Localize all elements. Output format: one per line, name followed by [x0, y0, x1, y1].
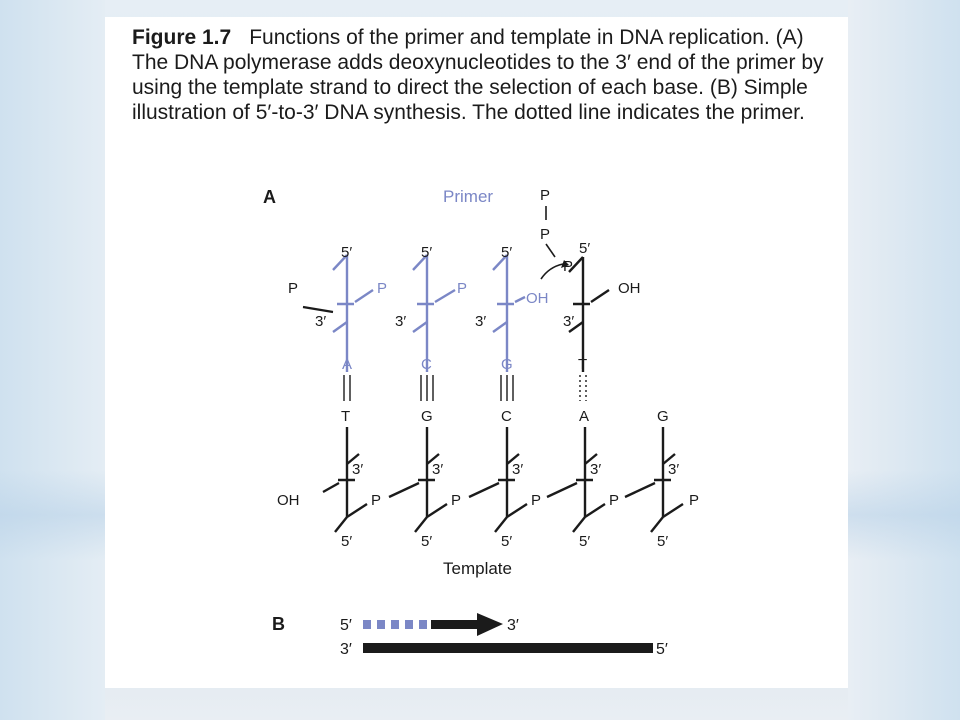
template-link-3	[546, 481, 578, 499]
template-five-2: 5′	[421, 533, 432, 550]
template-link-1	[388, 481, 420, 499]
template-link-2	[468, 481, 500, 499]
template-p-4: P	[609, 492, 619, 509]
template-p-3: P	[531, 492, 541, 509]
bottom-base-3: C	[501, 408, 512, 425]
template-p-2: P	[451, 492, 461, 509]
template-five-3: 5′	[501, 533, 512, 550]
template-five-1: 5′	[341, 533, 352, 550]
primer-three-2: 3′	[395, 313, 406, 330]
template-nucleotide-5	[650, 427, 684, 533]
bottom-base-5: G	[657, 408, 669, 425]
template-p-1: P	[371, 492, 381, 509]
primer-p-1: P	[377, 280, 387, 297]
top-base-3: G	[501, 356, 513, 373]
panel-b-synthesis-arrow	[431, 613, 503, 636]
panel-a-label: A	[263, 187, 276, 207]
template-link-4	[624, 481, 656, 499]
incoming-p3: P	[563, 258, 573, 275]
primer-label: Primer	[443, 187, 493, 206]
bottom-base-4: A	[579, 408, 589, 425]
incoming-triphosphate: P P P	[540, 187, 573, 275]
primer-nucleotide-1	[332, 254, 374, 372]
template-three-2: 3′	[432, 461, 443, 478]
primer-nucleotide-2	[412, 254, 456, 372]
template-p-5: P	[689, 492, 699, 509]
template-three-1: 3′	[352, 461, 363, 478]
primer-3-oh: OH	[526, 290, 549, 307]
incoming-oh: OH	[618, 280, 641, 297]
primer-five-3: 5′	[501, 244, 512, 261]
figure-label: Figure 1.7	[132, 26, 232, 49]
template-five-4: 5′	[579, 533, 590, 550]
template-nucleotide-1	[322, 427, 368, 533]
template-nucleotide-2	[414, 427, 448, 533]
template-label: Template	[443, 559, 512, 578]
primer-five-1: 5′	[341, 244, 352, 261]
panel-b-primer-dotted	[363, 620, 427, 629]
primer-p-2: P	[457, 280, 467, 297]
template-three-5: 3′	[668, 461, 679, 478]
template-oh: OH	[277, 492, 300, 509]
template-nucleotide-3	[494, 427, 528, 533]
figure-diagram: A B Primer Template P P P	[263, 187, 699, 658]
panel-b-label: B	[272, 614, 285, 634]
incoming-five: 5′	[579, 240, 590, 257]
template-three-4: 3′	[590, 461, 601, 478]
top-base-2: C	[421, 356, 432, 373]
primer-end-link	[302, 305, 334, 314]
panel-b-top-five: 5′	[340, 617, 352, 634]
template-five-5: 5′	[657, 533, 668, 550]
bottom-base-1: T	[341, 408, 350, 425]
panel-b-bottom-five: 5′	[656, 641, 668, 658]
primer-three-1: 3′	[315, 313, 326, 330]
hydrogen-bonds	[343, 375, 587, 401]
incoming-p2: P	[540, 226, 550, 243]
panel-b-bottom-three: 3′	[340, 641, 352, 658]
primer-five-2: 5′	[421, 244, 432, 261]
incoming-nucleotide	[568, 256, 610, 372]
incoming-three: 3′	[563, 313, 574, 330]
figure-caption-text: Functions of the primer and template in …	[132, 26, 824, 124]
background-left-panel	[0, 0, 105, 720]
incoming-p1: P	[540, 187, 550, 204]
panel-b-top-three: 3′	[507, 617, 519, 634]
primer-end-p: P	[288, 280, 298, 297]
primer-nucleotide-3	[492, 254, 526, 372]
template-three-3: 3′	[512, 461, 523, 478]
primer-three-3: 3′	[475, 313, 486, 330]
bottom-base-2: G	[421, 408, 433, 425]
template-nucleotide-4	[572, 427, 606, 533]
background-right-panel	[848, 0, 960, 720]
attack-arrow	[540, 260, 569, 280]
top-base-1: A	[342, 356, 352, 373]
top-base-4: T	[578, 356, 587, 373]
panel-b-template-strand	[363, 643, 653, 653]
